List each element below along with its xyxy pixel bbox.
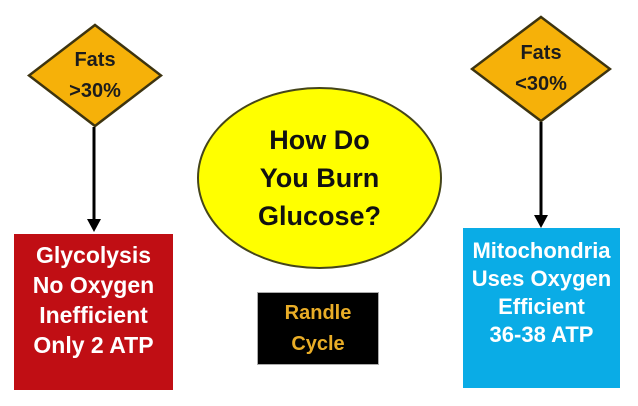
mitochondria-line-2: Uses Oxygen: [471, 266, 612, 291]
diamond-left-line-2: >30%: [69, 79, 121, 102]
glycolysis-line-2: No Oxygen: [32, 272, 155, 298]
title-ellipse: How Do You Burn Glucose?: [197, 87, 442, 269]
diamond-left-line-1: Fats: [74, 48, 116, 71]
diamond-left-label: Fats >30%: [69, 45, 121, 107]
diamond-shape-icon: [470, 15, 612, 123]
diamond-right-line-1: Fats: [520, 42, 562, 64]
randle-line-2: Cycle: [291, 332, 345, 355]
result-box-glycolysis: Glycolysis No Oxygen Inefficient Only 2 …: [14, 234, 173, 390]
title-line-3: Glucose?: [257, 201, 382, 231]
title-line-1: How Do: [269, 125, 370, 155]
glycolysis-line-1: Glycolysis: [35, 242, 152, 268]
label-box-randle-cycle: Randle Cycle: [257, 292, 379, 365]
mitochondria-line-4: 36-38 ATP: [489, 322, 594, 347]
decision-diamond-fats-under-30: Fats <30%: [470, 15, 612, 123]
diamond-right-line-2: <30%: [515, 73, 567, 95]
randle-line-1: Randle: [284, 301, 352, 324]
mitochondria-line-3: Efficient: [498, 294, 585, 319]
arrow-down-right-icon: [531, 122, 551, 229]
mitochondria-line-1: Mitochondria: [472, 238, 611, 263]
arrow-down-left-icon: [84, 127, 104, 233]
diamond-shape-icon: [27, 23, 163, 128]
title-line-2: You Burn: [259, 163, 380, 193]
decision-diamond-fats-over-30: Fats >30%: [27, 23, 163, 128]
result-box-mitochondria: Mitochondria Uses Oxygen Efficient 36-38…: [463, 228, 620, 388]
diamond-right-label: Fats <30%: [515, 38, 567, 100]
glycolysis-line-4: Only 2 ATP: [33, 332, 154, 358]
glycolysis-line-3: Inefficient: [39, 302, 148, 328]
